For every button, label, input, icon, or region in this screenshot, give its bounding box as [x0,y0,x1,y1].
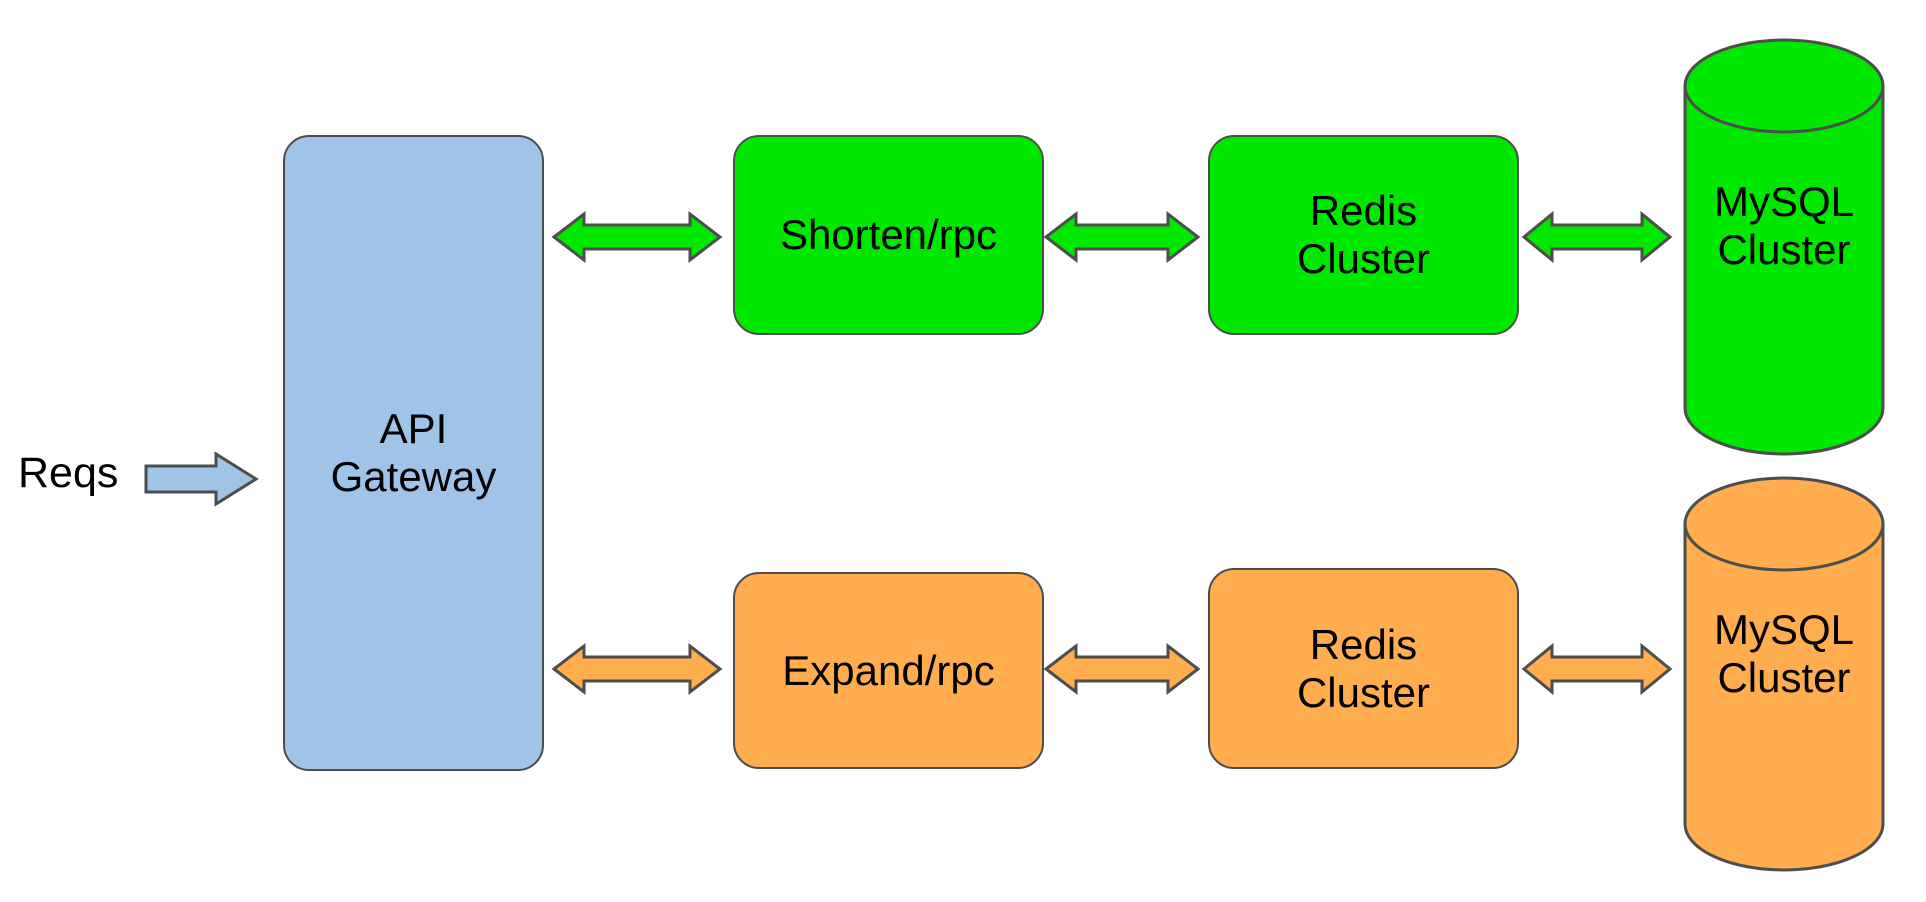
cylinder-shape [1683,476,1885,872]
node-label-mysql-cluster-expand: MySQL Cluster [1713,606,1855,701]
node-label-mysql-cluster-shorten: MySQL Cluster [1713,178,1855,273]
node-redis-cluster-shorten[interactable]: Redis Cluster [1208,135,1519,335]
connector-redis-to-mysql-shorten [1521,210,1673,264]
node-mysql-cluster-shorten[interactable]: MySQL Cluster [1683,38,1885,456]
connector-gateway-to-expand [551,642,723,696]
connector-shorten-to-redis [1043,210,1201,264]
reqs-inbound-arrow [144,451,259,507]
node-mysql-cluster-expand[interactable]: MySQL Cluster [1683,476,1885,872]
connector-redis-to-mysql-expand [1521,642,1673,696]
connector-expand-to-redis [1043,642,1201,696]
node-expand-rpc[interactable]: Expand/rpc [733,572,1044,769]
connector-gateway-to-shorten [551,210,723,264]
node-redis-cluster-expand[interactable]: Redis Cluster [1208,568,1519,769]
cylinder-shape [1683,38,1885,456]
node-api-gateway[interactable]: API Gateway [283,135,544,771]
node-shorten-rpc[interactable]: Shorten/rpc [733,135,1044,335]
reqs-label: Reqs [18,449,119,497]
